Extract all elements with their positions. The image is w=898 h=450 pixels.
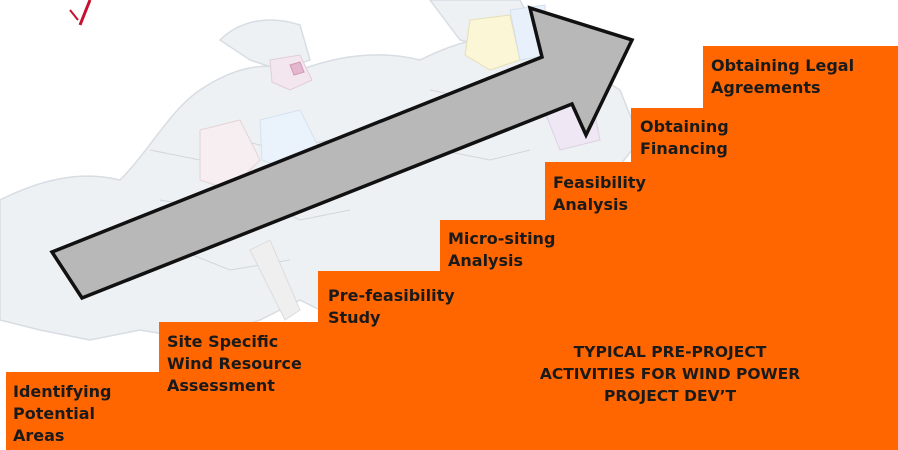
step-label-site-specific-assessment: Site Specific Wind Resource Assessment	[167, 332, 302, 395]
step-label-obtaining-financing: Obtaining Financing	[640, 117, 729, 158]
step-label-obtaining-legal-agreements: Obtaining Legal Agreements	[711, 56, 855, 97]
step-block-7	[703, 46, 898, 450]
step-label-micro-siting-analysis: Micro-siting Analysis	[448, 229, 556, 270]
step-label-pre-feasibility-study: Pre-feasibility Study	[328, 286, 455, 327]
step-label-feasibility-analysis: Feasibility Analysis	[553, 173, 646, 214]
summary-caption: TYPICAL PRE-PROJECT ACTIVITIES FOR WIND …	[539, 343, 801, 405]
step-label-identifying-potential-areas: Identifying Potential Areas	[13, 382, 112, 445]
